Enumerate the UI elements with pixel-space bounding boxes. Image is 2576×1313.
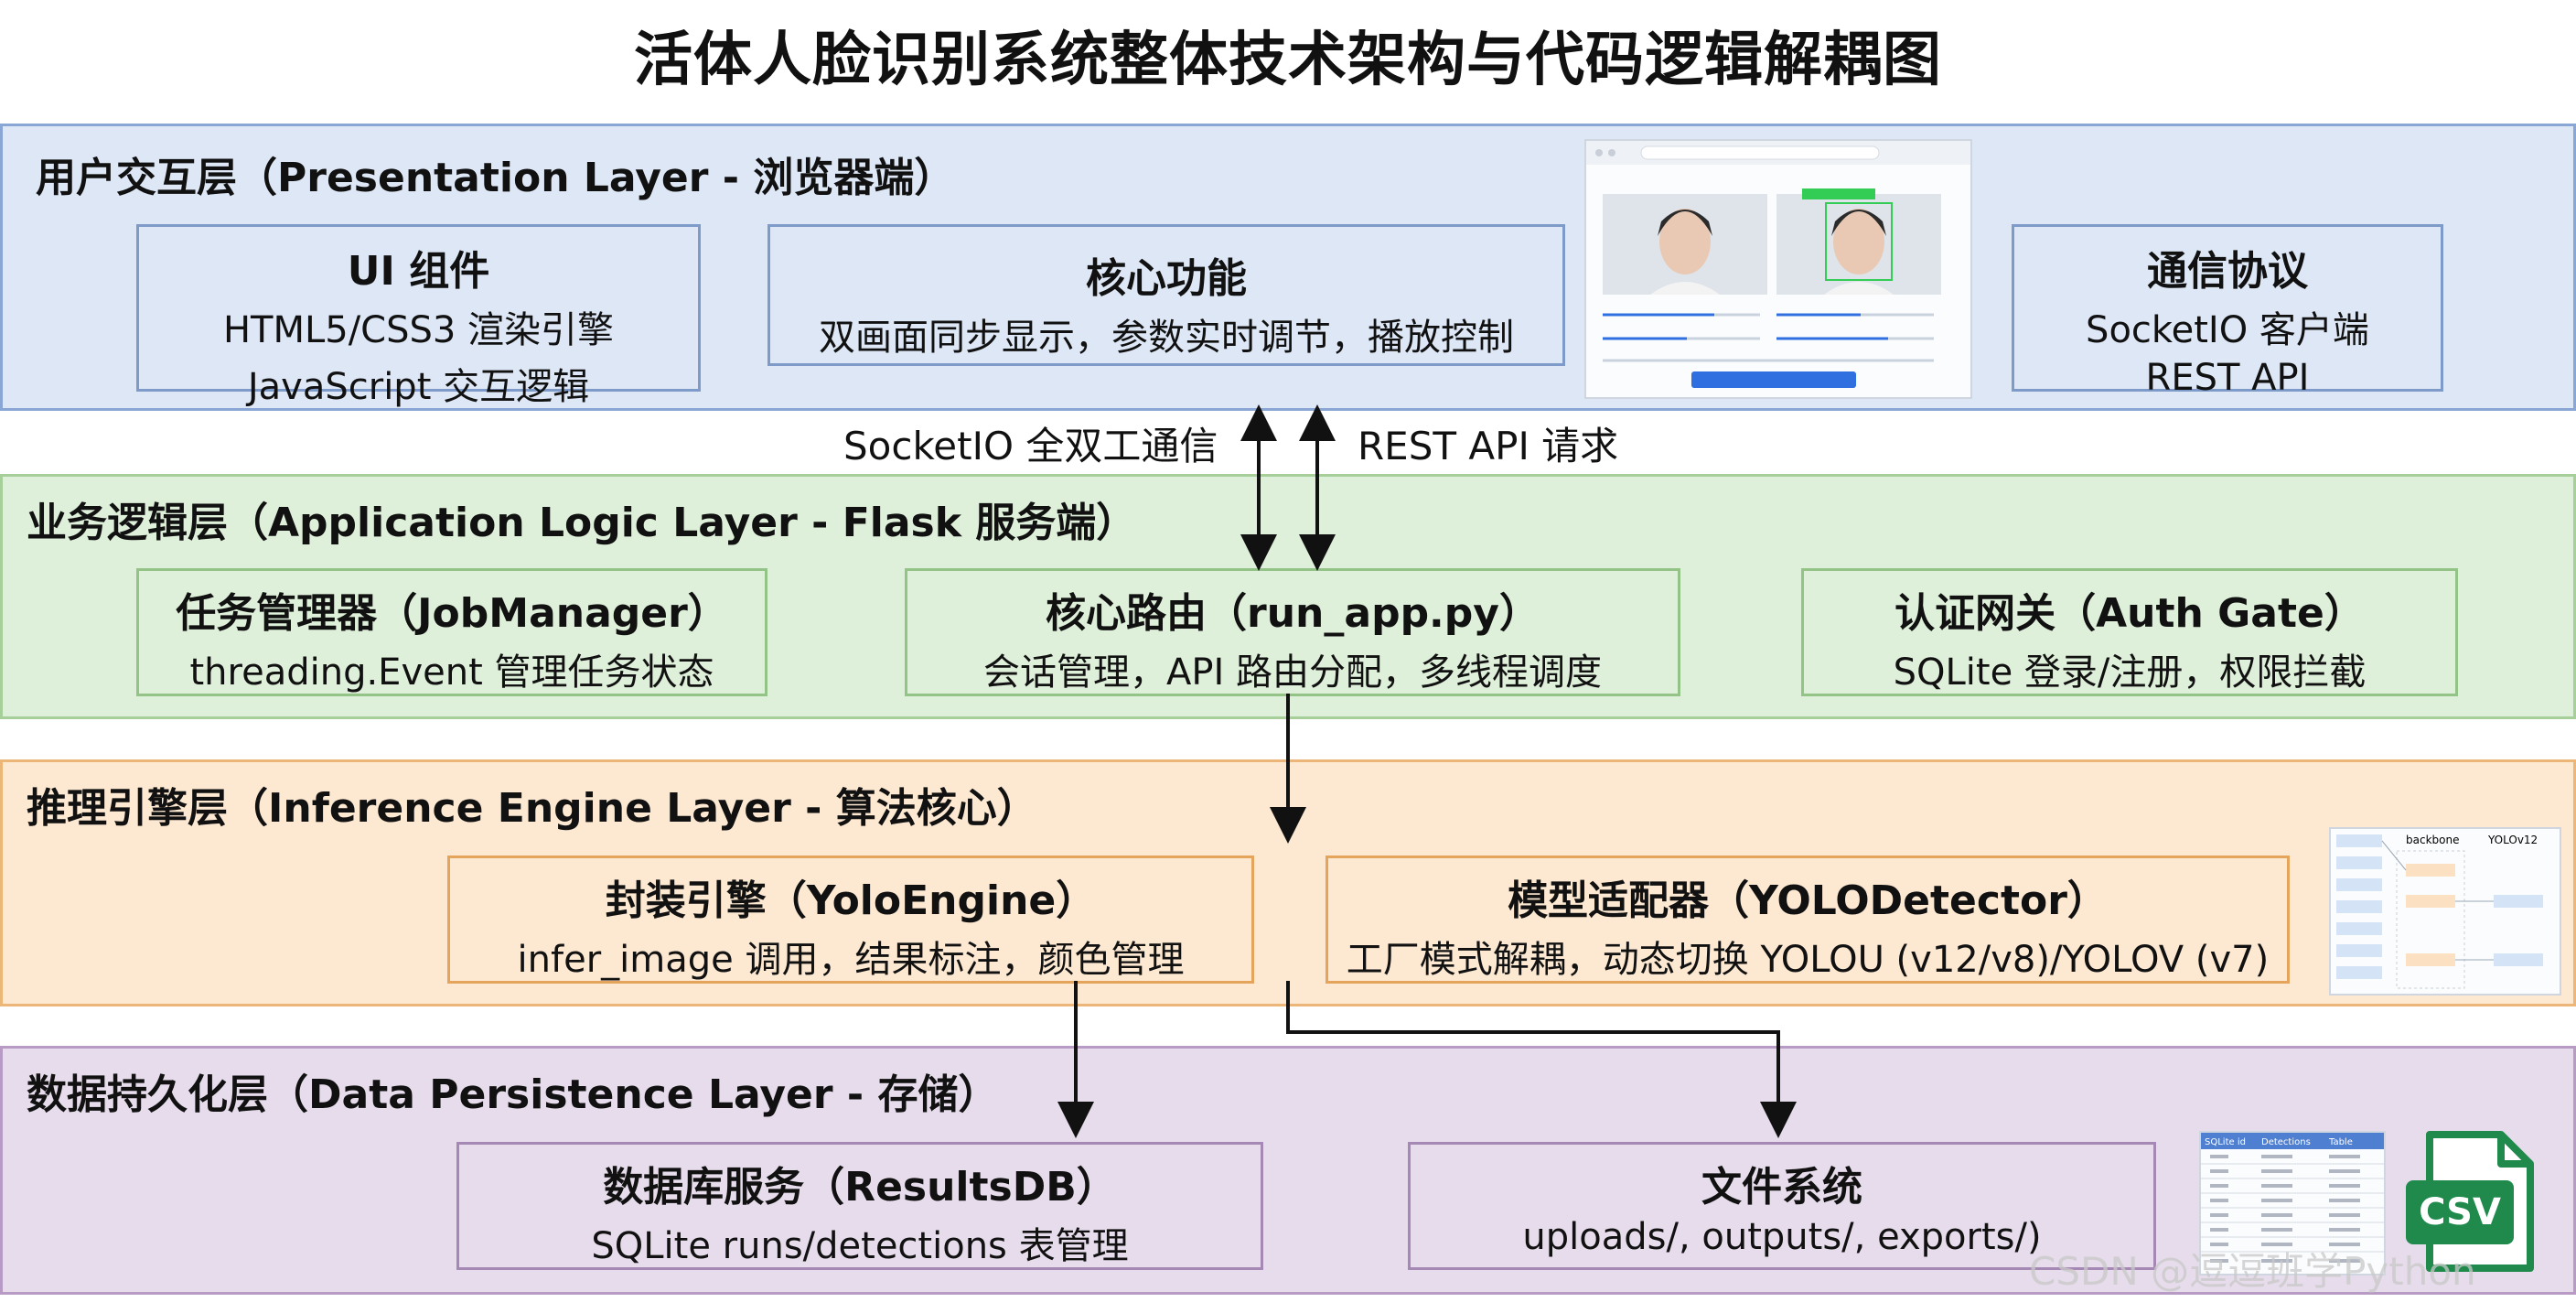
presentation-layer-title: 用户交互层（Presentation Layer - 浏览器端） xyxy=(36,155,955,201)
ui-components-box: UI 组件 HTML5/CSS3 渲染引擎 JavaScript 交互逻辑 xyxy=(136,224,701,408)
app-screenshot-thumbnail xyxy=(1584,139,1972,399)
results-db-title: 数据库服务（ResultsDB） xyxy=(603,1164,1117,1211)
rest-api-connection-label: REST API 请求 xyxy=(1358,424,1619,468)
inference-layer-title: 推理引擎层（Inference Engine Layer - 算法核心） xyxy=(27,785,1037,832)
yolo-detector-box: 模型适配器（YOLODetector） 工厂模式解耦，动态切换 YOLOU (v… xyxy=(1326,856,2290,984)
watermark: CSDN @逗逗班学Python xyxy=(2029,1249,2476,1294)
core-functions-box: 核心功能 双画面同步显示，参数实时调节，播放控制 xyxy=(767,224,1565,366)
comm-protocol-box: 通信协议 SocketIO 客户端 REST API xyxy=(2012,224,2443,399)
presentation-layer: 用户交互层（Presentation Layer - 浏览器端） UI 组件 H… xyxy=(0,124,2576,411)
job-manager-title: 任务管理器（JobManager） xyxy=(176,590,728,637)
comm-protocol-line-1: SocketIO 客户端 xyxy=(2086,309,2369,351)
sqlite-table-header-id: SQLite id xyxy=(2205,1137,2246,1147)
yolo-engine-line-1: infer_image 调用，结果标注，颜色管理 xyxy=(517,939,1185,981)
yolo-diagram-header-yolov12: YOLOv12 xyxy=(2487,834,2538,846)
job-manager-line-1: threading.Event 管理任务状态 xyxy=(189,651,714,694)
yolo-architecture-thumbnail: backbone YOLOv12 xyxy=(2329,827,2561,996)
yolo-diagram-header-backbone: backbone xyxy=(2406,834,2459,846)
auth-gate-title: 认证网关（Auth Gate） xyxy=(1894,590,2365,637)
ui-components-line-1: HTML5/CSS3 渲染引擎 xyxy=(222,309,615,351)
app-screenshot-image xyxy=(1586,141,1970,388)
persistence-layer-title: 数据持久化层（Data Persistence Layer - 存储） xyxy=(27,1071,999,1118)
inference-to-filesystem-arrow xyxy=(1286,981,1797,1138)
core-router-title: 核心路由（run_app.py） xyxy=(1046,590,1540,637)
results-db-box: 数据库服务（ResultsDB） SQLite runs/detections … xyxy=(456,1142,1263,1270)
ui-components-line-2: JavaScript 交互逻辑 xyxy=(247,366,590,408)
csv-label: CSV xyxy=(2419,1191,2501,1233)
core-router-line-1: 会话管理，API 路由分配，多线程调度 xyxy=(983,651,1602,694)
socketio-connection-label: SocketIO 全双工通信 xyxy=(843,424,1218,468)
auth-gate-box: 认证网关（Auth Gate） SQLite 登录/注册，权限拦截 xyxy=(1801,568,2458,696)
file-system-box: 文件系统 uploads/, outputs/, exports/) xyxy=(1408,1142,2156,1270)
file-system-title: 文件系统 xyxy=(1701,1164,1862,1211)
yolo-engine-title: 封装引擎（YoloEngine） xyxy=(605,877,1097,924)
yolo-detector-line-1: 工厂模式解耦，动态切换 YOLOU (v12/v8)/YOLOV (v7) xyxy=(1346,939,2270,981)
inference-layer: 推理引擎层（Inference Engine Layer - 算法核心） 封装引… xyxy=(0,759,2576,1006)
yolo-engine-box: 封装引擎（YoloEngine） infer_image 调用，结果标注，颜色管… xyxy=(447,856,1254,984)
yolo-detector-title: 模型适配器（YOLODetector） xyxy=(1508,877,2108,924)
application-layer-title: 业务逻辑层（Application Logic Layer - Flask 服务… xyxy=(27,500,1137,546)
core-router-box: 核心路由（run_app.py） 会话管理，API 路由分配，多线程调度 xyxy=(905,568,1680,696)
ui-components-title: UI 组件 xyxy=(347,248,490,295)
sqlite-table-header-table: Table xyxy=(2328,1137,2353,1147)
persistence-layer: 数据持久化层（Data Persistence Layer - 存储） 数据库服… xyxy=(0,1046,2576,1295)
diagram-title: 活体人脸识别系统整体技术架构与代码逻辑解耦图 xyxy=(634,27,1942,94)
file-system-line-1: uploads/, outputs/, exports/) xyxy=(1522,1216,2042,1258)
sqlite-table-image: SQLite id Detections Table xyxy=(2201,1133,2384,1263)
core-functions-title: 核心功能 xyxy=(1086,255,1247,302)
csv-file-icon: CSV xyxy=(2406,1131,2534,1272)
auth-gate-line-1: SQLite 登录/注册，权限拦截 xyxy=(1893,651,2367,694)
comm-protocol-line-2: REST API xyxy=(2145,357,2310,399)
sqlite-table-thumbnail: SQLite id Detections Table xyxy=(2199,1131,2386,1275)
results-db-line-1: SQLite runs/detections 表管理 xyxy=(591,1225,1129,1267)
yolo-architecture-image: backbone YOLOv12 xyxy=(2336,834,2543,989)
sqlite-table-header-detections: Detections xyxy=(2261,1137,2311,1147)
application-layer: 业务逻辑层（Application Logic Layer - Flask 服务… xyxy=(0,474,2576,719)
comm-protocol-title: 通信协议 xyxy=(2147,248,2308,295)
core-functions-line-1: 双画面同步显示，参数实时调节，播放控制 xyxy=(819,317,1514,359)
job-manager-box: 任务管理器（JobManager） threading.Event 管理任务状态 xyxy=(136,568,767,696)
